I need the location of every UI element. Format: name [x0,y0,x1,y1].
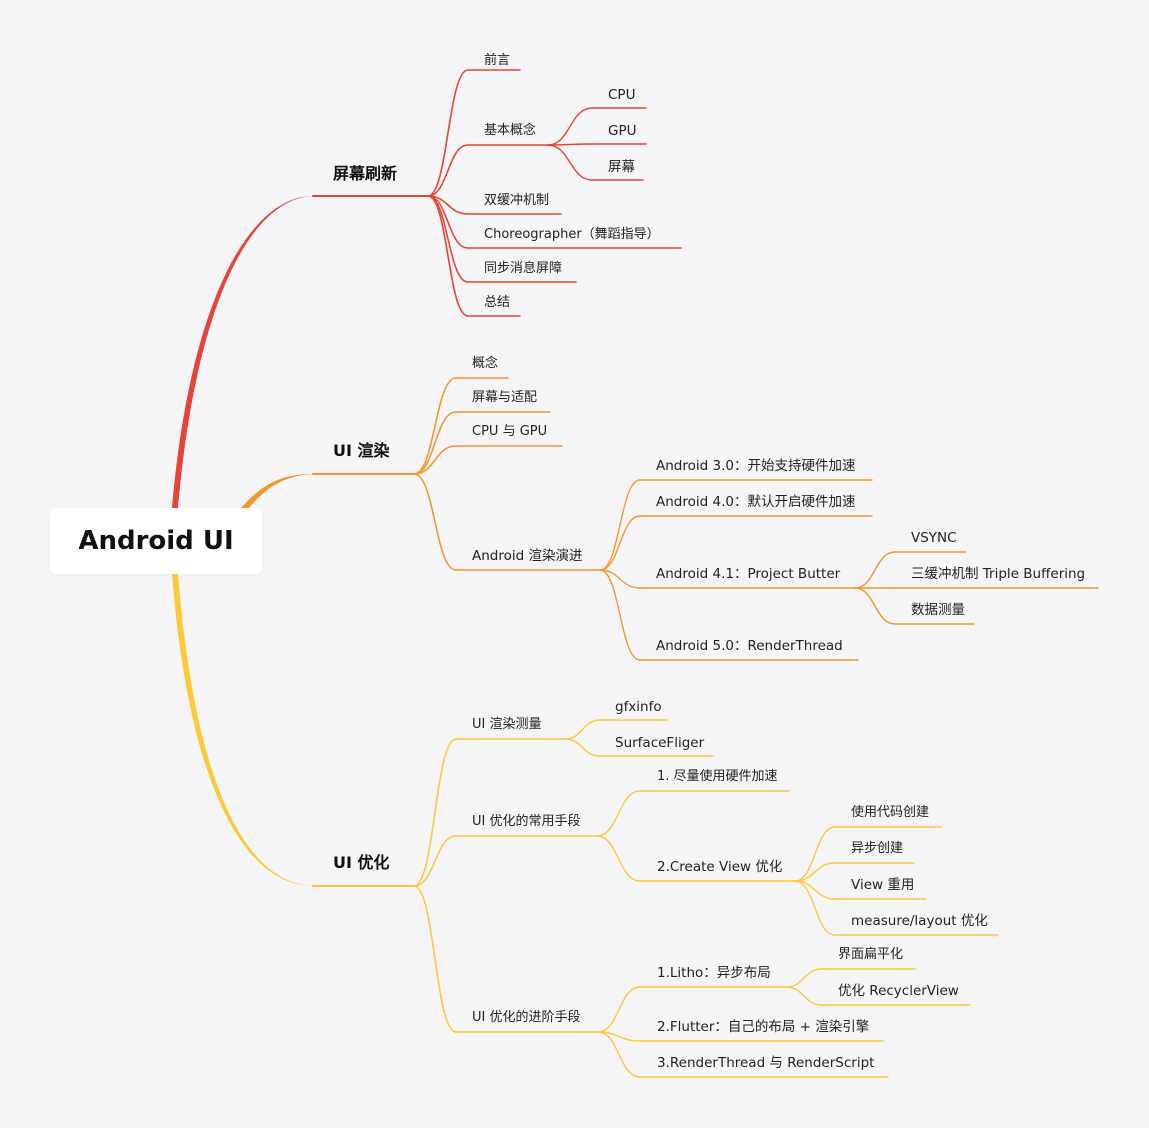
connector-line [854,551,896,589]
connector-line [547,107,593,146]
connector-line [599,569,641,661]
node-basic-concepts[interactable]: 基本概念 [484,123,537,138]
connector-line [427,195,469,283]
trunk-branch [172,574,313,886]
connector-line [599,515,641,571]
node-data-measure[interactable]: 数据测量 [911,602,965,618]
node-double-buffer[interactable]: 双缓冲机制 [484,193,550,208]
node-render-measure[interactable]: UI 渲染测量 [472,717,542,732]
node-vsync[interactable]: VSYNC [911,530,957,546]
node-renderthread-script[interactable]: 3.RenderThread 与 RenderScript [657,1055,875,1071]
connector-line [413,473,457,571]
connector-line [564,738,601,757]
connector-line [794,880,836,936]
connector-line [599,479,641,571]
node-common-means[interactable]: UI 优化的常用手段 [472,814,581,829]
connector-line [785,986,823,1006]
topic-screen-refresh[interactable]: 屏幕刷新 [333,164,398,183]
connector-line [413,411,457,475]
connector-line [427,144,469,197]
root-node[interactable]: Android UI [50,508,262,574]
node-android-3[interactable]: Android 3.0：开始支持硬件加速 [656,458,856,474]
connector-line [413,835,457,887]
node-screen-adaptation[interactable]: 屏幕与适配 [472,390,538,405]
node-gpu[interactable]: GPU [608,123,637,139]
connector-line [547,144,593,181]
topic-ui-optimization[interactable]: UI 优化 [333,853,390,872]
node-triple-buffering[interactable]: 三缓冲机制 Triple Buffering [911,566,1086,582]
node-measure-layout[interactable]: measure/layout 优化 [851,913,988,929]
connector-line [597,1031,641,1078]
connector-line [596,835,641,882]
node-code-create[interactable]: 使用代码创建 [851,805,930,820]
connector-line [413,885,457,1033]
node-flatten[interactable]: 界面扁平化 [838,947,904,962]
connector-line [785,968,823,988]
node-hw-accel[interactable]: 1. 尽量使用硬件加速 [657,769,778,784]
connector-line [596,790,641,837]
node-android-5[interactable]: Android 5.0：RenderThread [656,638,843,654]
node-screen[interactable]: 屏幕 [608,159,635,175]
connector-line [599,569,641,589]
node-async-create[interactable]: 异步创建 [851,841,904,856]
connector-line [597,986,641,1033]
node-choreographer[interactable]: Choreographer（舞蹈指导） [484,227,660,242]
connector-line [413,738,457,887]
node-render-evolution[interactable]: Android 渲染演进 [472,548,583,564]
node-create-view[interactable]: 2.Create View 优化 [657,859,783,875]
connector-line [413,377,457,475]
node-cpu[interactable]: CPU [608,87,636,103]
node-flutter[interactable]: 2.Flutter：自己的布局 + 渲染引擎 [657,1019,870,1035]
connector-line [564,719,601,740]
node-surfacefliger[interactable]: SurfaceFliger [615,735,705,751]
topic-ui-rendering[interactable]: UI 渲染 [333,441,390,460]
connector-line [854,587,896,625]
node-cpu-gpu[interactable]: CPU 与 GPU [472,424,548,439]
node-android-4[interactable]: Android 4.0：默认开启硬件加速 [656,494,856,510]
node-android-41[interactable]: Android 4.1：Project Butter [656,566,841,582]
connector-line [427,69,469,197]
node-recyclerview[interactable]: 优化 RecyclerView [838,983,959,999]
connector-line [794,826,836,882]
node-gfxinfo[interactable]: gfxinfo [615,699,662,715]
node-advanced-means[interactable]: UI 优化的进阶手段 [472,1010,581,1025]
node-preface[interactable]: 前言 [484,53,511,68]
node-view-reuse[interactable]: View 重用 [851,877,915,893]
connector-line [794,862,836,882]
connector-line [413,445,457,475]
trunk-branch [172,196,313,508]
connector-line [427,195,469,317]
node-litho[interactable]: 1.Litho：异步布局 [657,965,771,981]
node-summary[interactable]: 总结 [484,295,511,310]
node-sync-barrier[interactable]: 同步消息屏障 [484,261,563,276]
node-concept[interactable]: 概念 [472,356,499,371]
